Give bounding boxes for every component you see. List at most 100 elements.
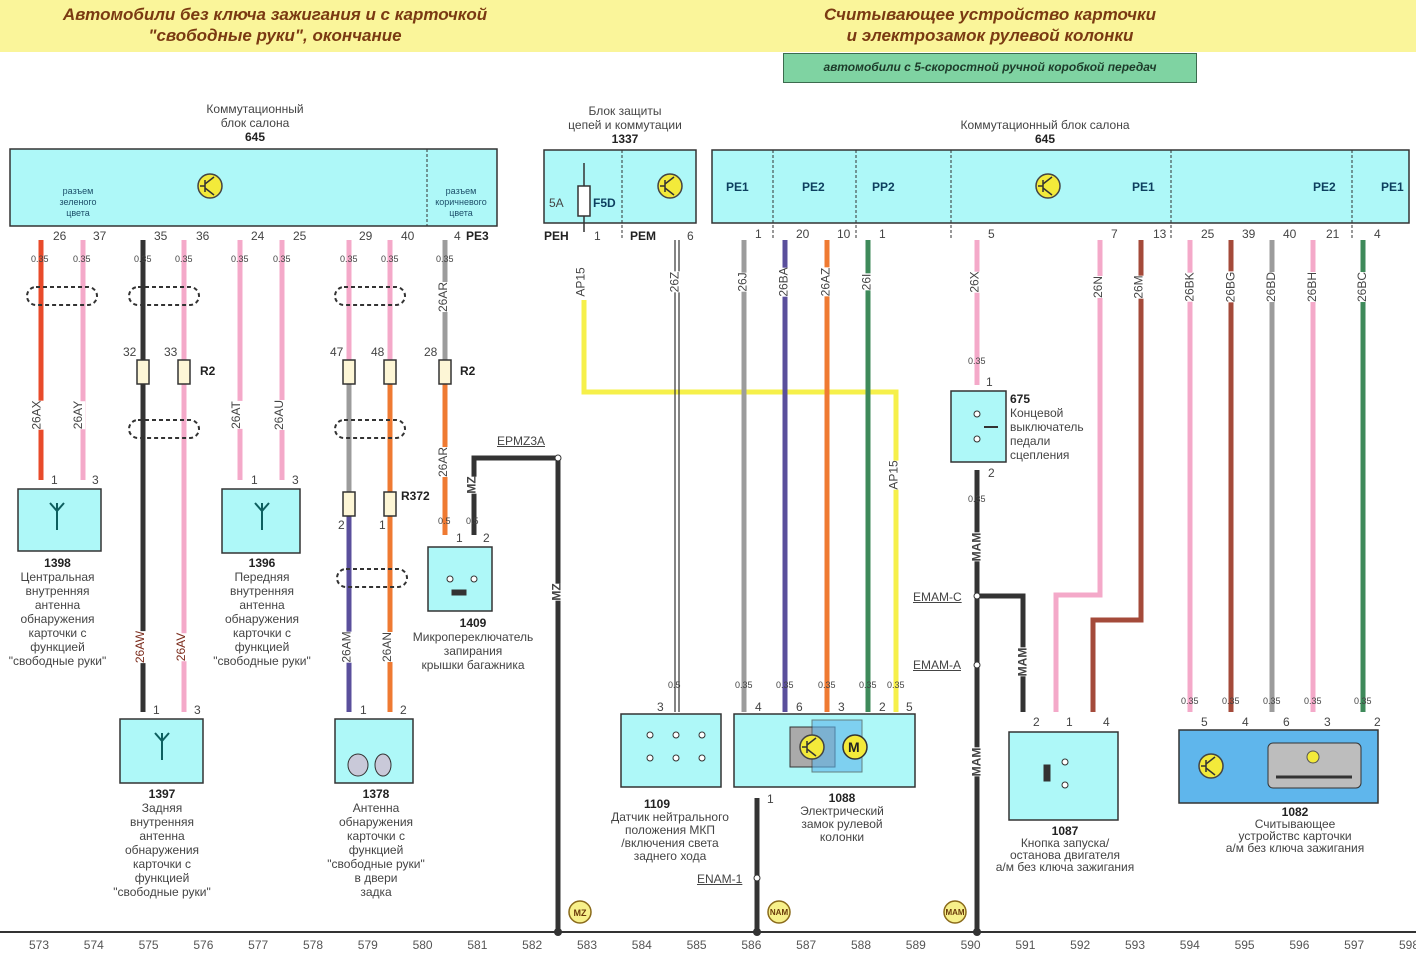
connector-pin: 28 — [424, 345, 438, 359]
wire-section: 0.35 — [735, 680, 753, 690]
grid-number: 590 — [960, 938, 981, 952]
connector-peh: PEH — [544, 229, 569, 243]
block-645-right-label: Коммутационный блок салона 645 — [920, 118, 1170, 146]
component-1088: 1088 Электрический замок рулевой колонки — [780, 792, 904, 844]
component-1082: 1082 Считывающее устройствс карточки а/м… — [1205, 806, 1385, 854]
zone-pe2: PE2 — [802, 180, 825, 194]
block-645-right — [711, 149, 1410, 238]
grid-number: 597 — [1344, 938, 1365, 952]
pin-number: 3 — [194, 703, 201, 717]
splice-emam-c: EMAM-C — [913, 590, 962, 604]
component-desc: антенна — [239, 598, 285, 612]
pin-number: 21 — [1326, 227, 1340, 241]
wire-section: 0.35 — [381, 254, 399, 264]
block-name: блок салона — [220, 116, 290, 130]
component-desc: "свободные руки" — [113, 885, 211, 899]
pin-number: 2 — [879, 700, 886, 714]
left-title-line1: Автомобили без ключа зажигания и с карто… — [62, 5, 488, 24]
grid-number: 581 — [467, 938, 488, 952]
grid-number: 587 — [796, 938, 817, 952]
grid-number: 582 — [522, 938, 543, 952]
wire-section: 0.35 — [1304, 696, 1322, 706]
transistor-icon — [197, 173, 223, 199]
pin-number: 20 — [796, 227, 810, 241]
component-desc: "свободные руки" — [8, 654, 107, 668]
splice-emam-a: EMAM-A — [913, 658, 961, 672]
connector-pin: 33 — [164, 345, 178, 359]
wire-section: 0.35 — [273, 254, 291, 264]
pin-number: 10 — [837, 227, 851, 241]
wire-code: 26AX — [29, 400, 44, 430]
right-title-line1: Считывающее устройство карточки — [824, 5, 1156, 24]
grid-number: 578 — [302, 938, 324, 952]
component-desc: Датчик нейтрального — [611, 810, 729, 824]
component-id: 1397 — [148, 787, 176, 801]
pin-number: 39 — [1242, 227, 1256, 241]
connector-r2: R2 — [460, 364, 476, 378]
component-desc: карточки с — [347, 829, 405, 843]
wire-code: 26N — [1091, 275, 1106, 299]
pin-number: 3 — [838, 700, 845, 714]
right-title-line2: и электрозамок рулевой колонки — [846, 26, 1134, 45]
component-id: 675 — [1010, 392, 1031, 406]
transistor-icon — [1035, 173, 1061, 199]
motor-label: M — [848, 739, 860, 755]
wire-code: AP15 — [573, 267, 588, 297]
pin-number: 5 — [906, 700, 913, 714]
pin-number: 5 — [988, 227, 995, 241]
pin-number: 3 — [1324, 715, 1331, 729]
component-desc: функцией — [134, 871, 190, 885]
component-1378-box — [334, 718, 414, 784]
pin-number: 24 — [251, 229, 265, 243]
component-id: 1409 — [459, 616, 487, 630]
component-desc: внутренняя — [129, 815, 195, 829]
inline-connectors — [136, 359, 452, 517]
component-desc: запирания — [443, 644, 503, 658]
component-desc: карточки с — [233, 626, 291, 640]
wires-middle — [581, 240, 899, 932]
wire-section: 0.35 — [968, 494, 986, 504]
pin-number: 2 — [1033, 715, 1040, 729]
pin-number: 4 — [755, 700, 762, 714]
left-title: Автомобили без ключа зажигания и с карто… — [20, 4, 530, 46]
wire-code: 26X — [967, 271, 982, 293]
pin-number: 6 — [1283, 715, 1290, 729]
pin-number: 25 — [293, 229, 307, 243]
wire-section: 0.35 — [73, 254, 91, 264]
pin-number: 1 — [767, 792, 774, 806]
pin-number: 1 — [153, 703, 160, 717]
wire-section: 0.35 — [31, 254, 49, 264]
pin-number: 3 — [92, 473, 99, 487]
grid-number: 585 — [686, 938, 707, 952]
connector-pin: 47 — [330, 345, 344, 359]
grid-number: 584 — [631, 938, 652, 952]
pin-number: 4 — [1103, 715, 1110, 729]
grid-number: 595 — [1234, 938, 1255, 952]
component-desc: а/м без ключа зажигания — [995, 860, 1135, 874]
pin-number: 4 — [454, 229, 461, 243]
switch-icon — [646, 410, 1069, 789]
grid-number: 583 — [576, 938, 598, 952]
component-desc: внутренняя — [25, 584, 90, 598]
pin-number: 13 — [1153, 227, 1167, 241]
wire-section: 0.35 — [231, 254, 249, 264]
component-id: 1396 — [248, 556, 276, 570]
block-name: цепей и коммутации — [568, 118, 682, 132]
component-desc: карточки с — [133, 857, 191, 871]
component-id: 1398 — [44, 556, 71, 570]
grid-number: 593 — [1124, 938, 1146, 952]
zone-pe2: PE2 — [1313, 180, 1336, 194]
component-desc: /включения света — [621, 836, 719, 850]
component-id: 1378 — [362, 787, 390, 801]
wire-code: 26AR — [436, 446, 451, 478]
fuse-id: F5D — [593, 196, 616, 210]
component-desc: устройствс карточки — [1238, 829, 1352, 843]
component-1087-box — [1008, 731, 1119, 821]
grid-number: 574 — [83, 938, 104, 952]
wire-code: 26I — [859, 273, 874, 291]
grid-number: 596 — [1289, 938, 1310, 952]
transistor-icon — [657, 173, 683, 199]
pin-number: 1 — [1066, 715, 1073, 729]
grid-number: 589 — [905, 938, 926, 952]
